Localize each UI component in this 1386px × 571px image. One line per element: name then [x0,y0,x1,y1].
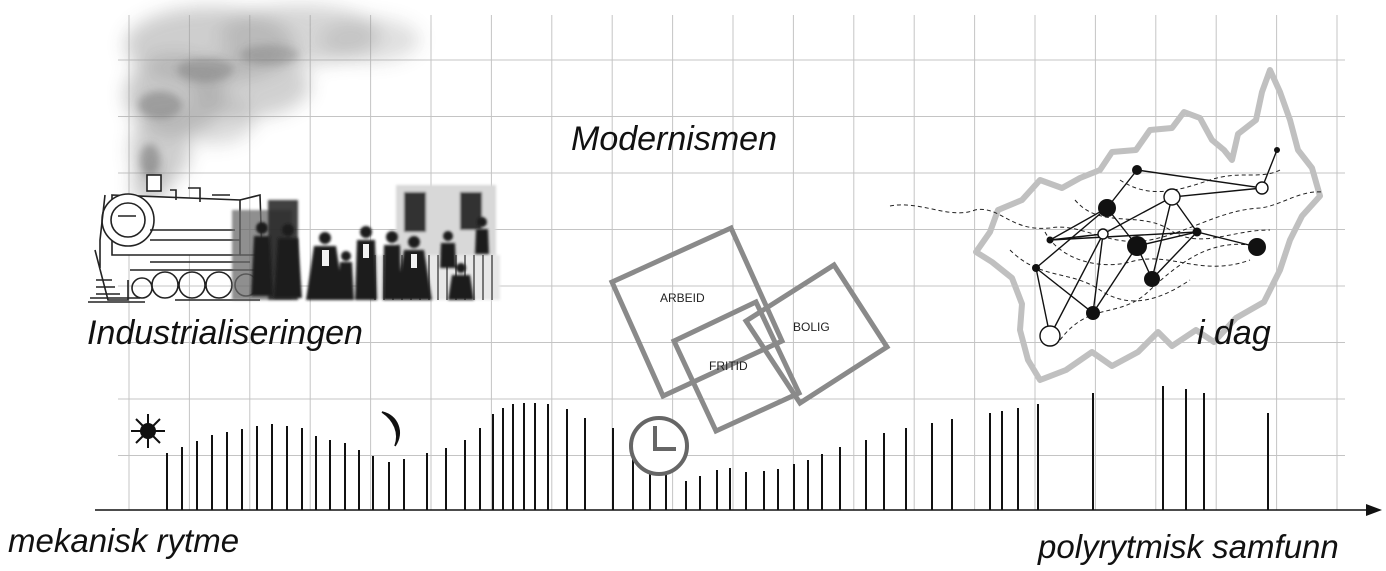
era-label-industrial: Industrialiseringen [87,314,363,352]
axis-end-label: polyrytmisk samfunn [1038,528,1339,565]
clock-icon [629,416,689,476]
zone-leisure-label: FRITID [709,359,748,373]
time-axis [95,504,1382,516]
axis-start-label: mekanisk rytme [8,522,240,559]
era-label-modernism: Modernismen [571,120,777,158]
people-photo-illustration [232,185,500,300]
era-label-today: i dag [1197,314,1271,352]
zone-squares [608,224,891,435]
zone-labels: ARBEID BOLIG FRITID [660,291,830,373]
network-map-illustration [889,67,1323,383]
zone-home-square [742,261,891,407]
zone-home-label: BOLIG [793,320,830,334]
map-outline [973,67,1323,383]
rhythm-bars [166,386,1269,510]
zone-work-square [608,224,786,400]
locomotive-illustration [88,174,270,303]
axis-arrowhead [1366,504,1382,516]
smoke-illustration [125,5,420,205]
moon-icon [381,411,400,447]
sun-icon [131,414,165,448]
zone-work-label: ARBEID [660,291,705,305]
zone-leisure-square [670,298,803,435]
